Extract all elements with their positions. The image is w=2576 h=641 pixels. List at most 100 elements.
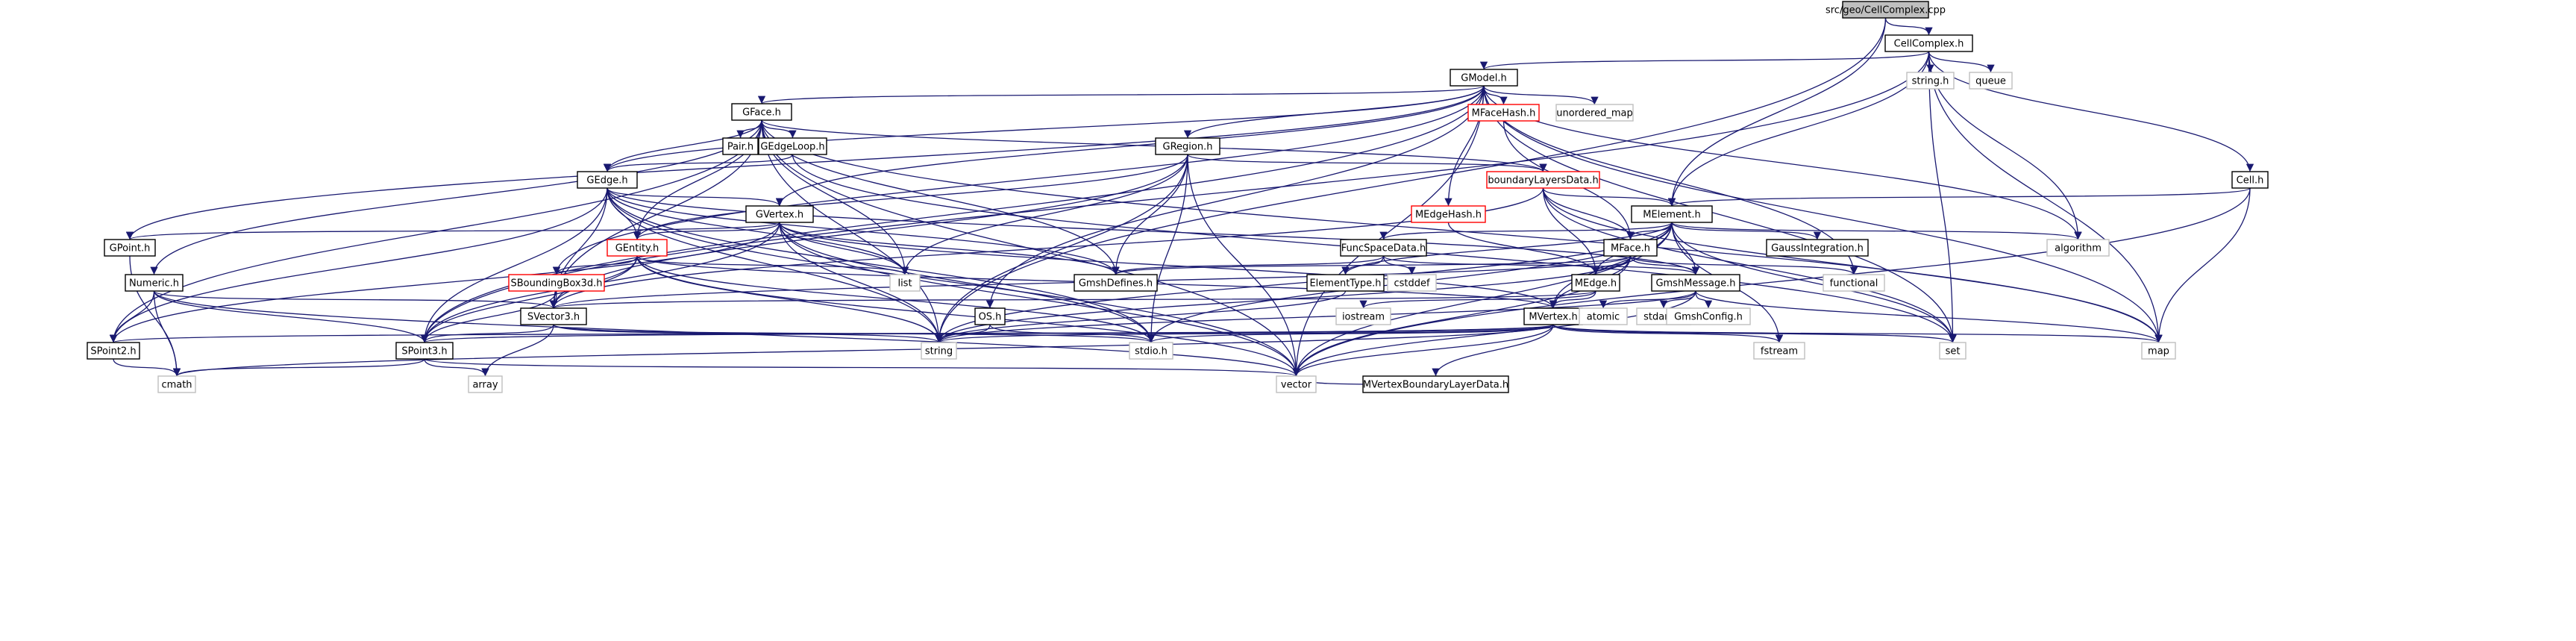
node-label-string: string (925, 346, 953, 357)
edge-Numeric-to-SPoint3 (153, 290, 429, 343)
node-Cell[interactable]: Cell.h (2231, 171, 2269, 189)
edge-GRegion-to-boundaryLayersData (1187, 154, 1547, 172)
node-label-stdioh: stdio.h (1135, 346, 1168, 357)
edge-GModel-to-set (1483, 85, 1957, 343)
node-box-GVertex (745, 205, 814, 223)
node-box-SPoint3 (395, 342, 454, 360)
node-label-OS: OS.h (979, 312, 1002, 323)
node-boundaryLayersData[interactable]: boundaryLayersData.h (1486, 171, 1600, 189)
node-box-set (1939, 342, 1967, 360)
node-GEdgeLoop[interactable]: GEdgeLoop.h (758, 137, 827, 155)
edge-GRegion-to-GmshDefines (1112, 154, 1188, 275)
node-box-root (1842, 1, 1929, 19)
edge-GmshMessage-to-stdargh (1659, 290, 1696, 309)
nodes-layer: src/geo/CellComplex.cppCellComplex.hGMod… (87, 1, 2269, 393)
node-box-vector (1276, 375, 1317, 393)
node-box-MEdgeHash (1411, 205, 1486, 223)
edge-FuncSpaceData-to-GmshDefines (1112, 255, 1385, 275)
node-box-GEntity (607, 239, 668, 257)
node-stdioh: stdio.h (1129, 342, 1173, 360)
node-SPoint3[interactable]: SPoint3.h (395, 342, 454, 360)
edge-GVertex-to-GEntity (633, 222, 780, 240)
node-unordered_map: unordered_map (1555, 104, 1634, 122)
node-label-MFaceHash: MFaceHash.h (1472, 108, 1536, 119)
node-GRegion[interactable]: GRegion.h (1155, 137, 1220, 155)
node-cstddef: cstddef (1387, 274, 1437, 292)
node-GModel[interactable]: GModel.h (1450, 69, 1518, 87)
edge-GEntity-to-list (636, 255, 909, 275)
node-label-GPoint: GPoint.h (110, 243, 151, 254)
edge-MElement-to-algorithm (1671, 222, 2082, 240)
node-SPoint2[interactable]: SPoint2.h (87, 342, 140, 360)
node-label-GmshMessage: GmshMessage.h (1655, 278, 1735, 290)
node-SVector3[interactable]: SVector3.h (520, 307, 587, 325)
node-label-boundaryLayersData: boundaryLayersData.h (1488, 175, 1598, 187)
node-label-algorithm: algorithm (2055, 243, 2102, 254)
node-GEntity[interactable]: GEntity.h (607, 239, 668, 257)
edge-GVertex-to-MVertex (779, 222, 1558, 309)
node-GEdge[interactable]: GEdge.h (577, 171, 638, 189)
node-OS[interactable]: OS.h (974, 307, 1006, 325)
node-queue: queue (1969, 72, 2013, 90)
node-atomic: atomic (1579, 307, 1628, 325)
edge-MVertex-to-string (935, 324, 1554, 343)
node-box-GmshConfig (1666, 307, 1751, 325)
node-MEdge[interactable]: MEdge.h (1571, 274, 1620, 292)
node-SBoundingBox3d[interactable]: SBoundingBox3d.h (508, 274, 605, 292)
node-GPoint[interactable]: GPoint.h (104, 239, 156, 257)
node-CellComplex[interactable]: CellComplex.h (1884, 34, 1973, 52)
node-label-SVector3: SVector3.h (527, 312, 580, 323)
node-GaussIntegration[interactable]: GaussIntegration.h (1766, 239, 1869, 257)
node-GVertex[interactable]: GVertex.h (745, 205, 814, 223)
node-box-Cell (2231, 171, 2269, 189)
node-box-functional (1823, 274, 1885, 292)
node-algorithm: algorithm (2046, 239, 2110, 257)
node-root[interactable]: src/geo/CellComplex.cpp (1826, 1, 1946, 19)
edge-GEdge-to-SPoint3 (420, 187, 608, 343)
edge-CellComplex-to-MElement (1667, 51, 1930, 207)
edge-SPoint3-to-array (424, 358, 489, 377)
node-iostream: iostream (1335, 307, 1391, 325)
node-FuncSpaceData[interactable]: FuncSpaceData.h (1340, 239, 1427, 257)
node-GmshDefines[interactable]: GmshDefines.h (1074, 274, 1158, 292)
edge-GFace-to-boundaryLayersData (761, 119, 1547, 172)
node-label-iostream: iostream (1342, 312, 1385, 323)
node-MFaceHash[interactable]: MFaceHash.h (1467, 104, 1540, 122)
node-box-FuncSpaceData (1340, 239, 1427, 257)
node-label-MElement: MElement.h (1643, 210, 1700, 221)
node-box-fstream (1753, 342, 1805, 360)
node-GmshMessage[interactable]: GmshMessage.h (1651, 274, 1740, 292)
node-GFace[interactable]: GFace.h (731, 103, 792, 121)
node-string: string (921, 342, 957, 360)
node-label-GEntity: GEntity.h (615, 243, 659, 254)
node-box-cstddef (1387, 274, 1437, 292)
edge-MVertex-to-cmath (173, 324, 1554, 377)
edge-GEntity-to-stdioh (636, 255, 1156, 343)
node-fstream: fstream (1753, 342, 1805, 360)
edge-Cell-to-MElement (1668, 187, 2251, 207)
edge-GVertex-to-list (779, 222, 909, 275)
node-MFace[interactable]: MFace.h (1603, 239, 1658, 257)
edge-GVertex-to-GPoint (126, 222, 780, 240)
edge-CellComplex-to-queue (1928, 51, 1995, 73)
node-label-SBoundingBox3d: SBoundingBox3d.h (510, 278, 602, 290)
node-ElementType[interactable]: ElementType.h (1306, 274, 1385, 292)
edge-Numeric-to-SVector3 (153, 290, 557, 309)
node-box-ElementType (1306, 274, 1385, 292)
edge-GEdge-to-SPoint2 (109, 187, 608, 343)
node-box-CellComplex (1884, 34, 1973, 52)
node-MVertexBoundaryLayerData[interactable]: MVertexBoundaryLayerData.h (1362, 375, 1509, 393)
node-label-MEdgeHash: MEdgeHash.h (1415, 210, 1482, 221)
edge-GmshMessage-to-map (1695, 290, 2163, 343)
node-MEdgeHash[interactable]: MEdgeHash.h (1411, 205, 1486, 223)
node-Pair[interactable]: Pair.h (722, 137, 759, 155)
node-MVertex[interactable]: MVertex.h (1523, 307, 1583, 325)
node-MElement[interactable]: MElement.h (1631, 205, 1713, 223)
node-label-GmshDefines: GmshDefines.h (1079, 278, 1153, 290)
node-label-GmshConfig: GmshConfig.h (1674, 312, 1743, 323)
node-box-iostream (1335, 307, 1391, 325)
node-box-queue (1969, 72, 2013, 90)
edge-MVertex-to-fstream (1552, 324, 1784, 343)
edge-MElement-to-GaussIntegration (1671, 222, 1822, 240)
node-Numeric[interactable]: Numeric.h (125, 274, 184, 292)
